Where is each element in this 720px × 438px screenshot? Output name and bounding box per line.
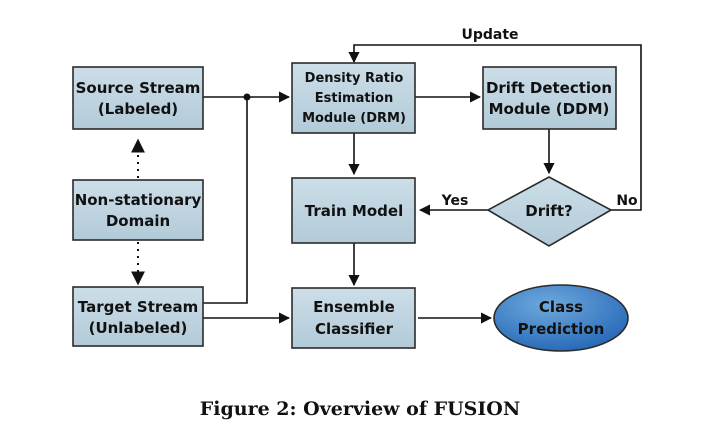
update-label: Update [461,27,518,43]
target-stream-node: Target Stream (Unlabeled) [72,286,204,347]
ddm-node: Drift Detection Module (DDM) [482,66,617,130]
yes-label: Yes [441,193,469,209]
drift-label: Drift? [525,202,572,220]
fusion-flowchart: Update Yes No Source Stream (Labeled) No… [72,27,642,352]
drm-node: Density Ratio Estimation Module (DRM) [291,62,416,134]
edges [203,44,642,324]
domain-line2: Domain [106,212,170,230]
ddm-line2: Module (DDM) [489,100,610,118]
non-stationary-domain-node: Non-stationary Domain [72,179,204,241]
edge-drift-no-update [348,44,642,211]
ddm-line1: Drift Detection [486,79,612,97]
source-stream-node: Source Stream (Labeled) [72,66,204,130]
prediction-line1: Class [539,298,583,316]
target-stream-line1: Target Stream [78,298,198,316]
target-stream-line2: (Unlabeled) [89,319,188,337]
figure-caption: Figure 2: Overview of FUSION [199,398,521,420]
ensemble-line1: Ensemble [313,298,395,316]
edge-target-to-junction [203,97,248,304]
drm-line2: Estimation [315,91,393,106]
source-stream-line2: (Labeled) [98,100,178,118]
ensemble-classifier-node: Ensemble Classifier [291,287,416,349]
no-label: No [616,193,638,209]
train-model-label: Train Model [305,202,403,220]
prediction-line2: Prediction [518,320,605,338]
source-stream-line1: Source Stream [76,79,201,97]
drift-decision-node: Drift? [486,176,613,247]
domain-line1: Non-stationary [75,191,202,209]
drm-line1: Density Ratio [305,71,404,86]
ensemble-line2: Classifier [315,320,394,338]
class-prediction-node: Class Prediction [493,284,629,352]
drm-line3: Module (DRM) [302,111,406,126]
train-model-node: Train Model [291,177,416,244]
